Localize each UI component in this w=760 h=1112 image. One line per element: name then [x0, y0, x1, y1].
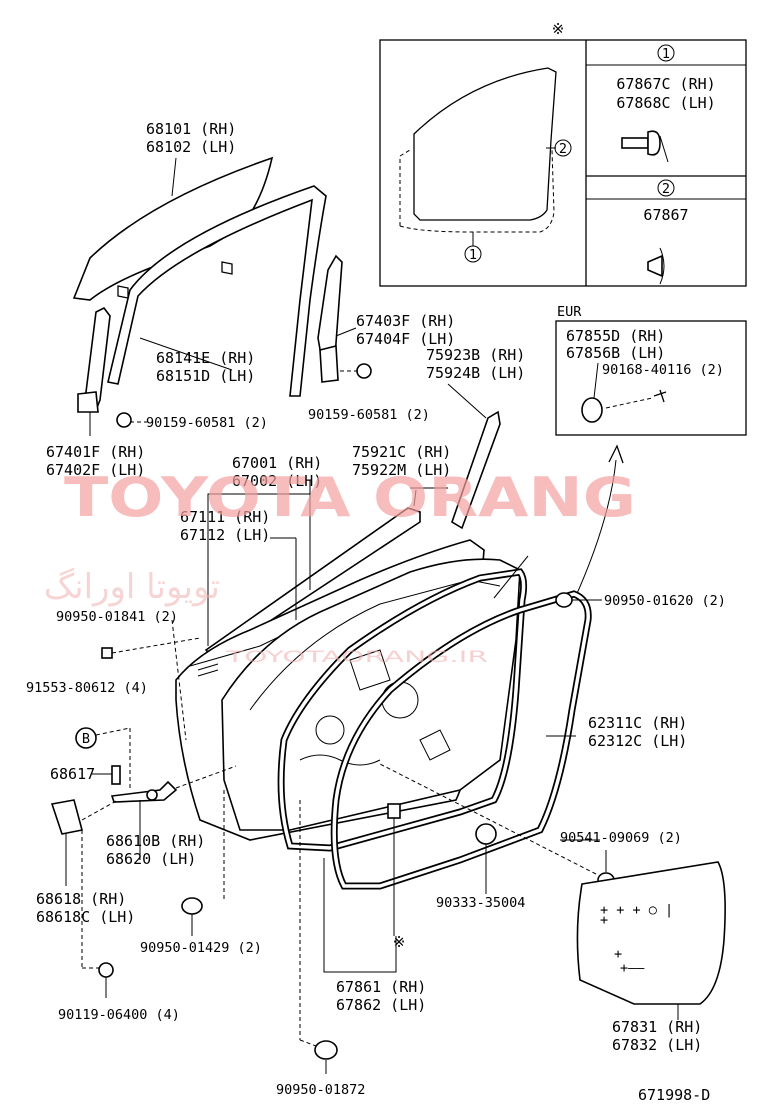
watermark-arabic: تويوتا اورانگ — [44, 567, 220, 607]
label-belt-weatherstrip-rh: 67111 (RH) — [180, 508, 270, 526]
clip-b-label: B — [82, 731, 90, 747]
check-bracket — [50, 799, 119, 969]
leader-lines — [89, 157, 679, 1020]
plug-icon — [299, 800, 338, 1074]
label-bolt-right: 90159-60581 (2) — [308, 407, 430, 423]
inset-callout-1: 1 — [469, 247, 477, 263]
plug-icon — [101, 637, 201, 659]
label-plug-841: 90950-01841 (2) — [56, 609, 178, 625]
watermark: TOYOTA ORANG تويوتا اورانگ TOYOTAORANG.I… — [44, 466, 636, 666]
cell-1-part-rh: 67867C (RH) — [616, 75, 715, 93]
inset-callout-2: 2 — [559, 141, 567, 157]
label-frame-cover-lh: 75924B (LH) — [426, 364, 525, 382]
label-door-weatherstrip-lh: 62312C (LH) — [588, 732, 687, 750]
label-front-sash-lh: 67402F (LH) — [46, 461, 145, 479]
plug-icon — [555, 592, 602, 608]
label-bolt-left: 90159-60581 (2) — [146, 415, 268, 431]
clip-icon — [647, 247, 665, 285]
front-lower-sash — [77, 306, 111, 413]
label-frame-cover-rh: 75923B (RH) — [426, 346, 525, 364]
label-clip-b: 91553-80612 (4) — [26, 680, 148, 696]
label-check-bracket-lh: 68618C (LH) — [36, 908, 135, 926]
eur-clip-part: 90168-40116 (2) — [602, 362, 724, 378]
label-hole-plug-069: 90541-09069 (2) — [560, 830, 682, 846]
bolt-icon — [116, 412, 150, 428]
rear-lower-sash — [317, 254, 343, 383]
run-channel — [107, 185, 327, 397]
door-check — [110, 765, 237, 834]
label-plug-872: 90950-01872 — [276, 1082, 365, 1098]
svg-text:+ + + ○ |: + + + ○ | — [600, 902, 673, 918]
hole-plug-icon — [475, 823, 497, 894]
label-belt-molding-rh: 75921C (RH) — [352, 443, 451, 461]
label-service-cover-lh: 67832 (LH) — [612, 1036, 702, 1054]
cell-1-label: 1 — [662, 46, 670, 62]
plug-icon — [181, 790, 225, 936]
label-rear-sash-rh: 67403F (RH) — [356, 312, 455, 330]
cell-2-label: 2 — [662, 181, 670, 197]
label-door-panel-lh: 67002 (LH) — [232, 472, 322, 490]
label-belt-molding-lh: 75922M (LH) — [352, 461, 451, 479]
label-screw: 90119-06400 (4) — [58, 1007, 180, 1023]
label-run-channel-rh: 68141E (RH) — [156, 349, 255, 367]
inset-door-outline-icon — [399, 67, 557, 246]
screw-icon — [653, 389, 667, 403]
label-check-bracket-rh: 68618 (RH) — [36, 890, 126, 908]
pin-icon — [92, 765, 121, 785]
door-weatherstrip — [330, 590, 592, 890]
diagram-code: 671998-D — [638, 1086, 710, 1104]
eur-part-rh: 67855D (RH) — [566, 327, 665, 345]
door-inner-panel — [221, 558, 521, 831]
inset-callout-1-circle — [464, 245, 482, 263]
label-plug-429: 90950-01429 (2) — [140, 940, 262, 956]
cell-2-part: 67867 — [643, 206, 688, 224]
cell-2-circle — [657, 179, 675, 197]
svg-text:+——: +—— — [620, 960, 645, 976]
arrow-up-icon — [608, 444, 624, 464]
label-hole-plug-004: 90333-35004 — [436, 895, 525, 911]
door-opening-trim — [277, 568, 528, 852]
trim-marker: ※ — [393, 933, 406, 951]
label-check-lh: 68620 (LH) — [106, 850, 196, 868]
label-belt-weatherstrip-lh: 67112 (LH) — [180, 526, 270, 544]
door-glass — [72, 156, 274, 301]
label-check-rh: 68610B (RH) — [106, 832, 205, 850]
label-opening-trim-rh: 67861 (RH) — [336, 978, 426, 996]
label-opening-trim-lh: 67862 (LH) — [336, 996, 426, 1014]
eur-part-lh: 67856B (LH) — [566, 344, 665, 362]
cell-1-circle — [657, 44, 675, 62]
svg-text:+: + — [600, 912, 608, 928]
label-plug-620: 90950-01620 (2) — [604, 593, 726, 609]
label-door-weatherstrip-rh: 62311C (RH) — [588, 714, 687, 732]
inset-panel: ※ 2 1 1 67867C (RH) 67868C (LH) 2 67867 — [379, 20, 747, 287]
label-front-sash-rh: 67401F (RH) — [46, 443, 145, 461]
svg-text:+: + — [614, 946, 622, 962]
clip-icon — [621, 130, 669, 163]
label-glass-rh: 68101 (RH) — [146, 120, 236, 138]
bolt-icon — [340, 363, 372, 379]
inset-callout-2-circle — [554, 139, 572, 157]
eur-pointer-line — [574, 459, 617, 599]
label-run-channel-lh: 68151D (LH) — [156, 367, 255, 385]
eur-title: EUR — [557, 304, 582, 320]
frame-cover — [451, 410, 501, 530]
label-pin: 68617 — [50, 765, 95, 783]
trim-clip-icon — [387, 803, 401, 936]
watermark-url: TOYOTAORANG.IR — [224, 647, 488, 666]
screw-icon — [98, 962, 114, 998]
cell-1-part-lh: 67868C (LH) — [616, 94, 715, 112]
watermark-brand: TOYOTA ORANG — [64, 466, 636, 529]
service-hole-cover: + + + ○ | + + +—— — [576, 861, 726, 1005]
label-door-panel-rh: 67001 (RH) — [232, 454, 322, 472]
label-service-cover-rh: 67831 (RH) — [612, 1018, 702, 1036]
clip-b-icon: B — [75, 727, 131, 790]
inset-marker: ※ — [552, 20, 565, 38]
label-rear-sash-lh: 67404F (LH) — [356, 330, 455, 348]
label-glass-lh: 68102 (LH) — [146, 138, 236, 156]
eur-panel: EUR 67855D (RH) 67856B (LH) 90168-40116 … — [555, 304, 747, 436]
grommet-icon — [581, 397, 603, 423]
